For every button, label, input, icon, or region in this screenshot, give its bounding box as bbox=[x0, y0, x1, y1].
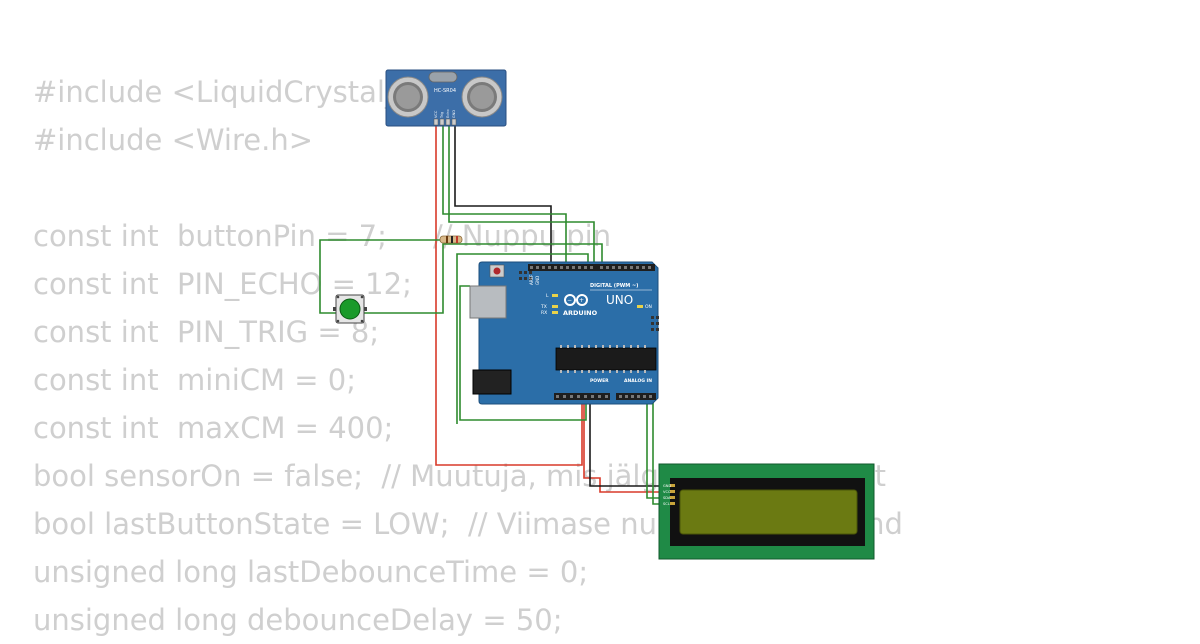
wire-sensor-vcc[interactable] bbox=[435, 124, 583, 466]
arduino-logo-icon bbox=[564, 294, 588, 306]
arduino-brand-label: ARDUINO bbox=[563, 309, 598, 317]
lcd-screen bbox=[679, 489, 858, 535]
power-header bbox=[554, 393, 610, 400]
led-rx-label: RX bbox=[541, 310, 547, 316]
arduino-uno-board[interactable]: AREF GND DIGITAL (PWM ~) − + UNO ARDUINO… bbox=[469, 261, 659, 405]
led-tx-label: TX bbox=[540, 304, 547, 310]
code-line: #include <Wire.h> bbox=[33, 123, 314, 157]
lcd-pin-label: SDA bbox=[663, 496, 671, 500]
analog-header bbox=[616, 393, 656, 400]
wire-button-left[interactable] bbox=[319, 239, 440, 314]
led-on-label: ON bbox=[645, 304, 652, 310]
resistor[interactable] bbox=[439, 235, 463, 244]
wire-button-signal[interactable] bbox=[364, 243, 603, 314]
gnd-label: GND bbox=[535, 276, 540, 285]
wire-loop-top[interactable] bbox=[456, 253, 589, 424]
microcontroller-chip bbox=[555, 347, 657, 371]
lcd-pin-label: SCL bbox=[663, 502, 670, 506]
code-line: const int PIN_ECHO = 12; bbox=[33, 267, 412, 301]
code-line: unsigned long lastDebounceTime = 0; bbox=[33, 555, 589, 589]
arduino-model-label: UNO bbox=[606, 293, 633, 307]
code-line: const int miniCM = 0; bbox=[33, 363, 356, 397]
circuit-canvas: HC-SR04 VCC Trig Echo GND bbox=[319, 69, 875, 560]
analog-header-label: ANALOG IN bbox=[624, 378, 652, 384]
led-l-label: L bbox=[546, 293, 549, 299]
dc-jack bbox=[472, 369, 512, 395]
sensor-pin-label: GND bbox=[452, 110, 456, 118]
sensor-pin-labels: VCC Trig Echo GND bbox=[434, 110, 456, 120]
icsp-header bbox=[519, 271, 532, 280]
usb-port bbox=[469, 285, 507, 319]
svg-text:+: + bbox=[579, 297, 584, 304]
lcd-pin-label: GND bbox=[663, 484, 671, 488]
code-line: const int maxCM = 400; bbox=[33, 411, 394, 445]
code-line: const int buttonPin = 7; // Nuppu pin bbox=[33, 219, 612, 253]
wire-sensor-trig[interactable] bbox=[442, 124, 567, 268]
aref-label: AREF bbox=[529, 274, 534, 285]
wire-loop[interactable] bbox=[459, 285, 587, 421]
power-header-label: POWER bbox=[590, 378, 609, 384]
sensor-model-label: HC-SR04 bbox=[434, 88, 456, 94]
sensor-pin-label: Trig bbox=[440, 112, 444, 119]
lcd-display-module[interactable]: GND VCC SDA SCL bbox=[658, 463, 875, 560]
wire-sensor-gnd[interactable] bbox=[454, 124, 552, 268]
sensor-pins bbox=[433, 118, 457, 126]
wires bbox=[319, 124, 676, 505]
svg-text:−: − bbox=[567, 297, 572, 304]
sensor-pin-label: VCC bbox=[434, 110, 438, 118]
wire-lcd-vcc[interactable] bbox=[583, 396, 676, 493]
lcd-pin-label: VCC bbox=[663, 490, 671, 494]
transducer-right bbox=[461, 76, 503, 118]
wire-sensor-echo[interactable] bbox=[448, 124, 595, 268]
ultrasonic-sensor[interactable]: HC-SR04 VCC Trig Echo GND bbox=[385, 69, 507, 127]
sensor-pin-label: Echo bbox=[446, 110, 450, 119]
digital-header-label: DIGITAL (PWM ~) bbox=[590, 283, 638, 289]
transducer-left bbox=[387, 76, 429, 118]
code-line: const int PIN_TRIG = 8; bbox=[33, 315, 380, 349]
push-button[interactable] bbox=[333, 294, 367, 324]
lcd-pin-header bbox=[670, 484, 675, 505]
